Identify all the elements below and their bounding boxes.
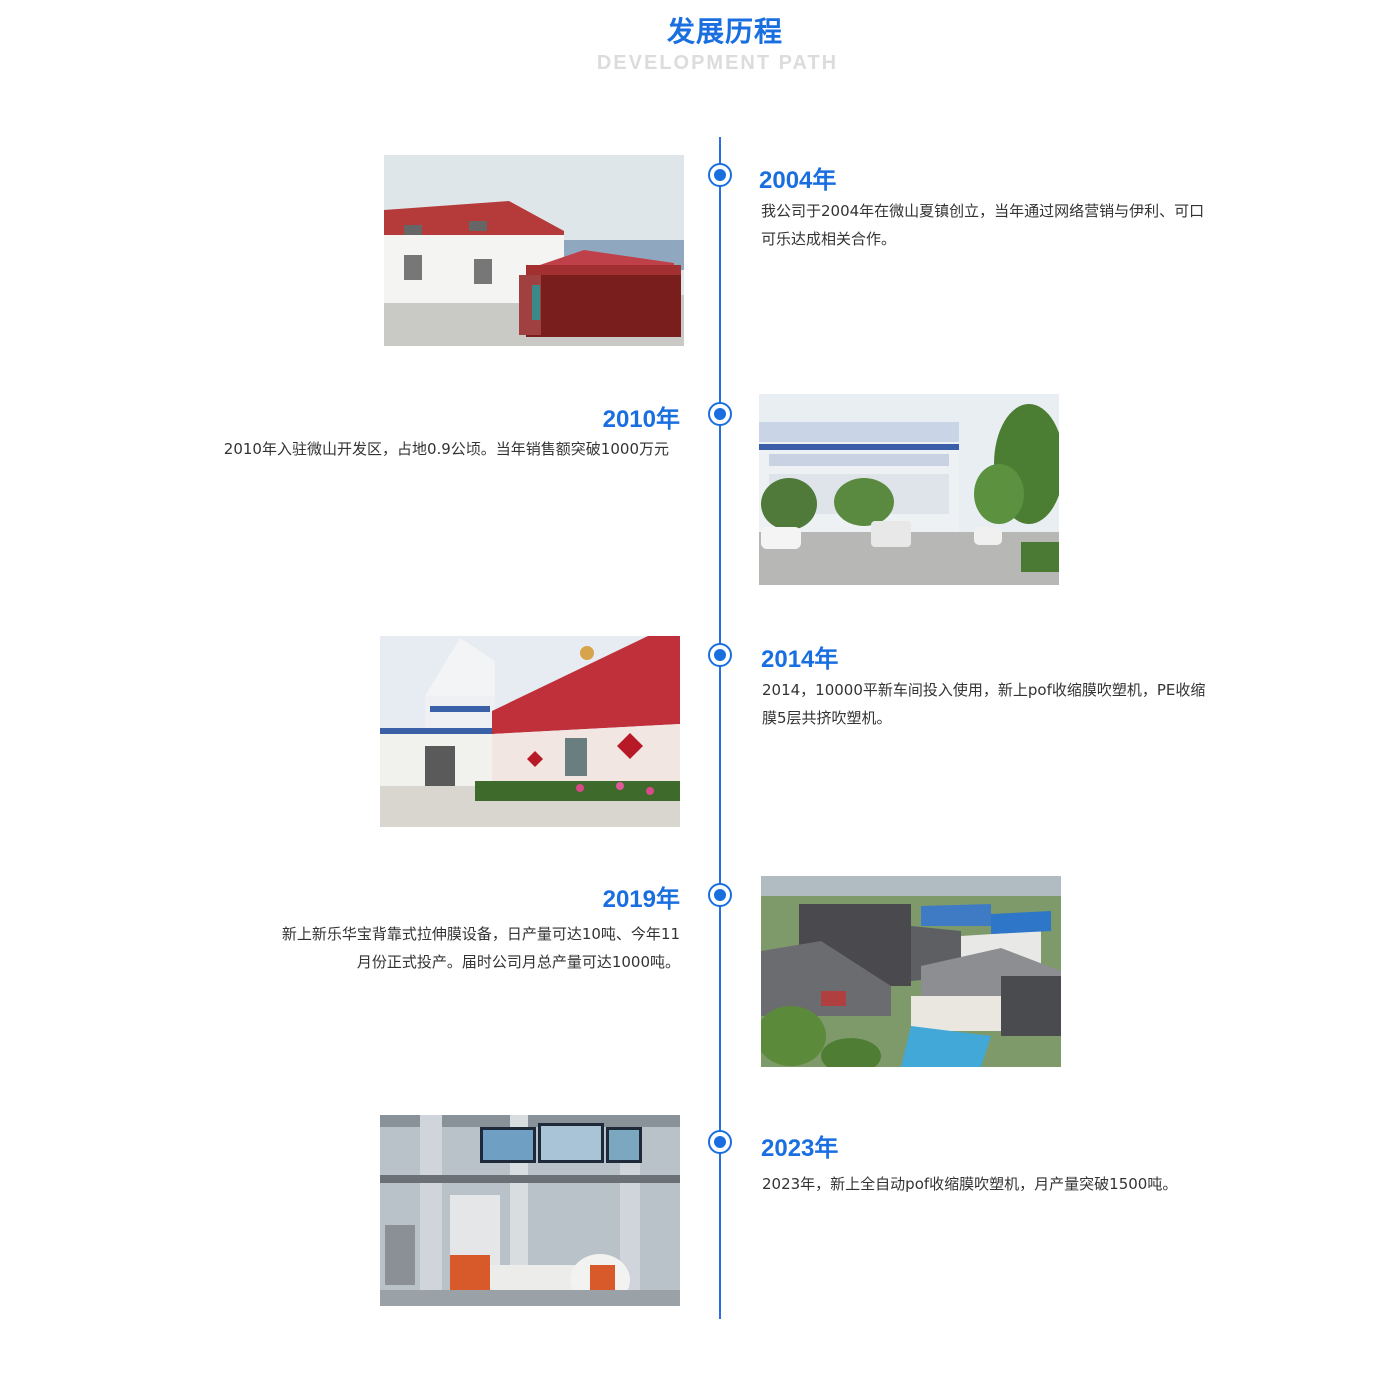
photo-new-workshop	[380, 636, 680, 827]
page-subtitle: DEVELOPMENT PATH	[596, 52, 839, 74]
milestone-description: 我公司于2004年在微山夏镇创立，当年通过网络营销与伊利、可口可乐达成相关合作。	[761, 202, 1205, 248]
milestone-year: 2014年	[761, 646, 839, 673]
photo-factory-entrance	[759, 394, 1059, 585]
timeline-dot	[708, 402, 732, 426]
milestone-year: 2010年	[602, 406, 680, 433]
milestone-description: 新上新乐华宝背靠式拉伸膜设备，日产量可达10吨、今年11月份正式投产。届时公司月…	[281, 925, 680, 971]
page-title: 发展历程	[666, 15, 783, 48]
milestone-year: 2019年	[602, 886, 680, 913]
timeline-line	[719, 137, 721, 1319]
timeline-dot	[708, 643, 732, 667]
timeline-dot	[708, 163, 732, 187]
photo-aerial-factory	[761, 876, 1061, 1067]
milestone-description: 2023年，新上全自动pof收缩膜吹塑机，月产量突破1500吨。	[762, 1175, 1178, 1193]
timeline-dot	[708, 883, 732, 907]
timeline-dot	[708, 1130, 732, 1154]
milestone-description: 2010年入驻微山开发区，占地0.9公顷。当年销售额突破1000万元	[223, 440, 669, 458]
milestone-description: 2014，10000平新车间投入使用，新上pof收缩膜吹塑机，PE收缩膜5层共挤…	[762, 681, 1206, 727]
milestone-year: 2023年	[761, 1135, 839, 1162]
photo-production-machine	[380, 1115, 680, 1306]
milestone-year: 2004年	[759, 167, 837, 194]
photo-company-building	[384, 155, 684, 346]
